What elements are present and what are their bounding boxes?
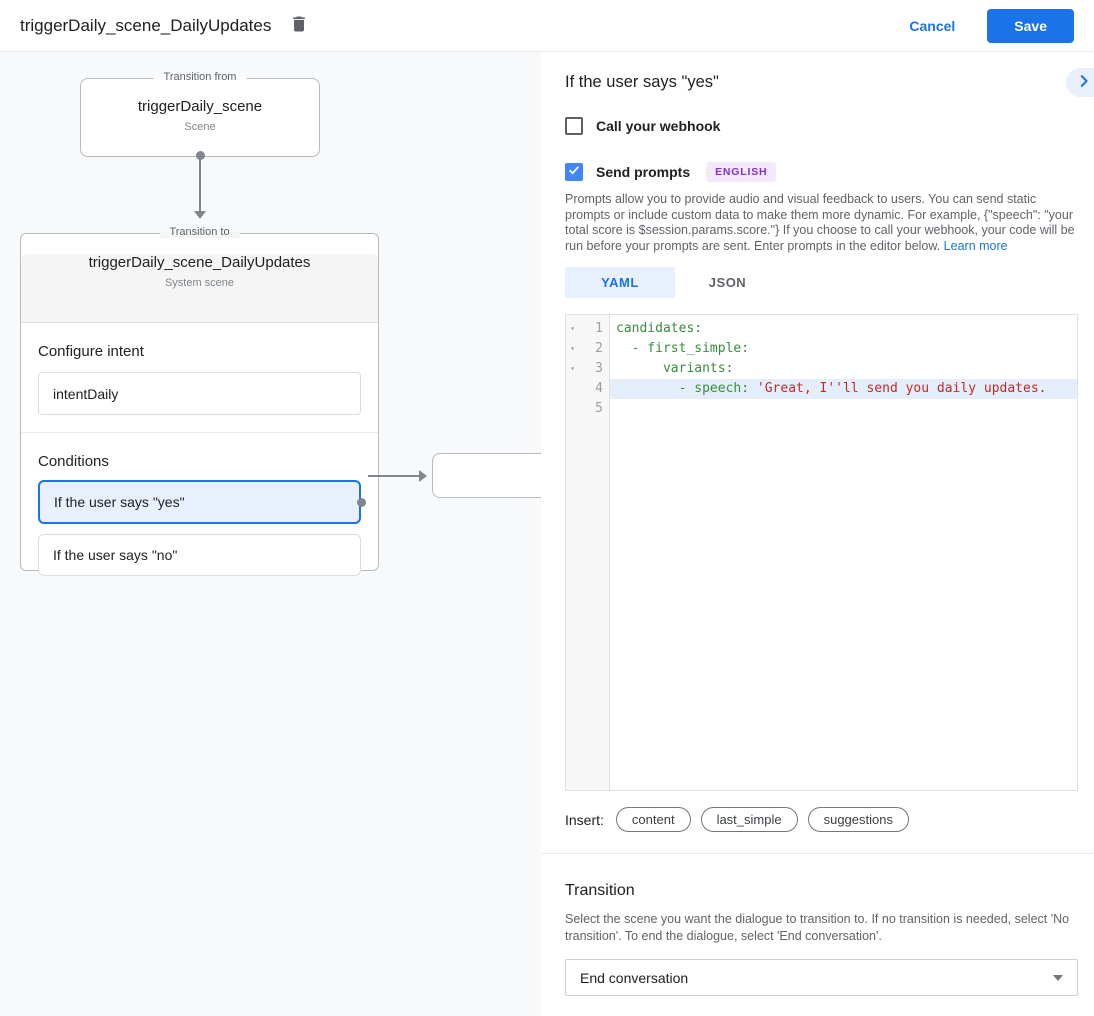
editor-line[interactable]: ▾ 3 variants: xyxy=(566,359,1077,379)
insert-label: Insert: xyxy=(565,811,604,828)
transition-heading: Transition xyxy=(565,882,635,899)
fold-arrow-icon[interactable]: ▾ xyxy=(570,324,575,333)
condition-item[interactable]: If the user says "yes" xyxy=(38,480,366,524)
editor-line[interactable]: 4 - speech: 'Great, I''ll send you daily… xyxy=(566,379,1077,399)
webhook-row: Call your webhook xyxy=(565,117,1078,135)
next-node-partial[interactable] xyxy=(432,453,541,498)
transition-from-node[interactable]: Transition from triggerDaily_scene Scene xyxy=(80,71,320,157)
dropdown-caret-icon xyxy=(1053,974,1063,981)
conditions-list: If the user says "yes" If the user says "… xyxy=(38,480,366,576)
condition-detail-panel: If the user says "yes" Call your webhook… xyxy=(541,52,1094,1016)
intent-field[interactable]: intentDaily xyxy=(38,372,361,415)
cancel-button[interactable]: Cancel xyxy=(909,17,956,34)
fold-spacer xyxy=(566,379,579,399)
fold-spacer xyxy=(566,399,579,419)
from-scene-type: Scene xyxy=(184,121,216,133)
line-number: 1 xyxy=(595,321,603,336)
code-text xyxy=(610,399,1077,419)
language-badge: ENGLISH xyxy=(706,162,777,182)
send-prompts-row: Send prompts ENGLISH xyxy=(565,162,1078,182)
fold-arrow-icon[interactable]: ▾ xyxy=(570,344,575,353)
learn-more-link[interactable]: Learn more xyxy=(943,238,1008,253)
transition-dropdown[interactable]: End conversation xyxy=(565,959,1078,996)
to-scene-header: triggerDaily_scene_DailyUpdates System s… xyxy=(21,254,378,323)
arrow-down-icon xyxy=(194,211,206,219)
yaml-code-editor[interactable]: ▾ 1 candidates: ▾ 2 - first_simple: ▾ 3 varian… xyxy=(565,314,1078,791)
code-text: variants: xyxy=(616,361,734,376)
panel-title-row: If the user says "yes" xyxy=(565,68,1094,97)
call-webhook-label: Call your webhook xyxy=(596,118,721,134)
from-scene-name: triggerDaily_scene xyxy=(137,98,263,115)
insert-row: Insert: content last_simple suggestions xyxy=(565,807,1078,832)
editor-line[interactable]: ▾ 1 candidates: xyxy=(566,319,1077,339)
line-number: 3 xyxy=(595,361,603,376)
delete-scene-button[interactable] xyxy=(289,15,311,37)
line-number: 4 xyxy=(595,381,603,396)
chevron-right-icon xyxy=(1075,72,1093,93)
transition-description: Select the scene you want the dialogue t… xyxy=(565,912,1070,943)
tab-yaml[interactable]: YAML xyxy=(565,267,675,298)
tab-json[interactable]: JSON xyxy=(708,275,747,290)
insert-content-button[interactable]: content xyxy=(615,807,691,832)
to-scene-body: Configure intent intentDaily Conditions … xyxy=(21,343,378,576)
line-number: 2 xyxy=(595,341,603,356)
editor-tabs: YAML JSON xyxy=(565,267,1078,298)
conditions-heading: Conditions xyxy=(38,453,109,470)
transition-to-legend: Transition to xyxy=(159,226,240,238)
prompts-description: Prompts allow you to provide audio and v… xyxy=(565,192,1078,254)
arrow-right-icon xyxy=(419,470,427,482)
connector-line-horizontal xyxy=(368,475,419,477)
checkmark-icon xyxy=(567,163,581,182)
send-prompts-checkbox[interactable] xyxy=(565,163,583,181)
code-text: - first_simple: xyxy=(616,341,750,356)
panel-divider xyxy=(541,853,1094,854)
transition-from-legend: Transition from xyxy=(153,71,247,83)
code-text: candidates: xyxy=(616,321,703,336)
editor-lines: ▾ 1 candidates: ▾ 2 - first_simple: ▾ 3 varian… xyxy=(566,315,1077,419)
panel-title: If the user says "yes" xyxy=(565,73,719,91)
insert-suggestions-button[interactable]: suggestions xyxy=(807,807,909,832)
editor-line[interactable]: 5 xyxy=(566,399,1077,419)
insert-buttons: content last_simple suggestions xyxy=(615,807,919,832)
card-divider xyxy=(21,432,378,433)
scene-diagram-panel: Transition from triggerDaily_scene Scene… xyxy=(0,52,541,1016)
collapse-panel-button[interactable] xyxy=(1066,68,1094,97)
prompts-description-text: Prompts allow you to provide audio and v… xyxy=(565,192,1075,253)
trash-icon xyxy=(289,14,309,37)
transition-dropdown-value: End conversation xyxy=(580,969,689,986)
page-title: triggerDaily_scene_DailyUpdates xyxy=(20,15,272,35)
send-prompts-label: Send prompts xyxy=(596,164,691,180)
to-scene-type: System scene xyxy=(164,277,235,289)
configure-intent-heading: Configure intent xyxy=(38,343,144,360)
code-text: - speech: 'Great, I''ll send you daily u… xyxy=(610,379,1077,399)
editor-line[interactable]: ▾ 2 - first_simple: xyxy=(566,339,1077,359)
insert-last_simple-button[interactable]: last_simple xyxy=(700,807,798,832)
condition-item[interactable]: If the user says "no" xyxy=(38,534,361,576)
fold-arrow-icon[interactable]: ▾ xyxy=(570,364,575,373)
to-scene-name: triggerDaily_scene_DailyUpdates xyxy=(88,254,311,271)
transition-to-node[interactable]: Transition to triggerDaily_scene_DailyUp… xyxy=(20,226,379,576)
save-button[interactable]: Save xyxy=(987,8,1074,43)
call-webhook-checkbox[interactable] xyxy=(565,117,583,135)
line-number: 5 xyxy=(595,401,603,416)
connector-line-vertical xyxy=(199,153,201,212)
top-bar: triggerDaily_scene_DailyUpdates Cancel S… xyxy=(0,0,1094,52)
